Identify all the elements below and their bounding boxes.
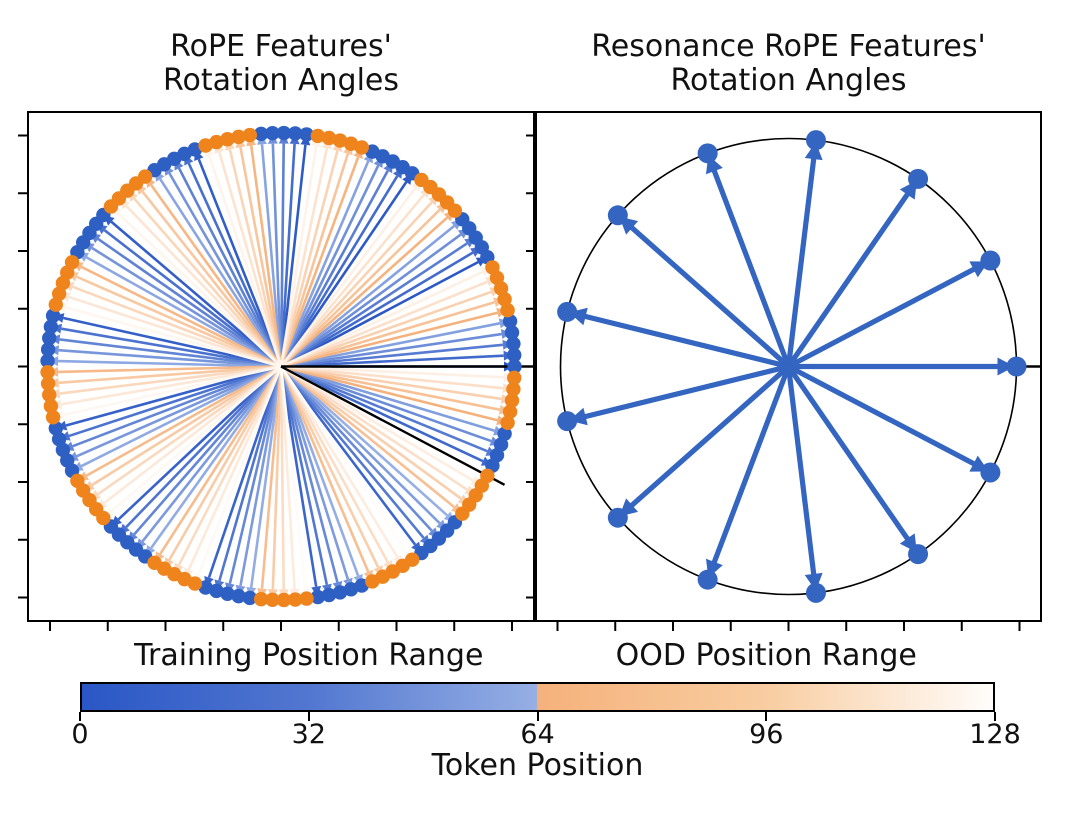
rope-quiver-svg — [18, 111, 535, 631]
colorbar-tick — [765, 712, 768, 721]
panel-title-right: Resonance RoPE Features' Rotation Angles — [591, 29, 986, 98]
resonance-quiver-svg — [526, 111, 1042, 631]
range-label-training: Training Position Range — [134, 638, 484, 673]
colorbar-tick-label: 64 — [520, 719, 555, 750]
colorbar-tick-label: 32 — [291, 719, 326, 750]
colorbar-tick — [79, 712, 81, 721]
colorbar-tick — [307, 712, 310, 721]
colorbar-tick-label: 0 — [71, 719, 89, 750]
colorbar-tick-label: 128 — [969, 719, 1021, 750]
colorbar-tick-label: 96 — [749, 719, 784, 750]
colorbar-gradient — [80, 682, 995, 712]
colorbar-axis-label: Token Position — [431, 748, 644, 783]
range-label-ood: OOD Position Range — [615, 638, 917, 673]
colorbar-tick — [536, 712, 539, 721]
resonance-quiver-panel — [526, 111, 1042, 631]
rope-quiver-panel — [18, 111, 535, 631]
colorbar: Training Position Range OOD Position Ran… — [71, 638, 1020, 802]
colorbar-tick — [994, 712, 996, 721]
panel-title-left: RoPE Features' Rotation Angles — [162, 29, 399, 98]
